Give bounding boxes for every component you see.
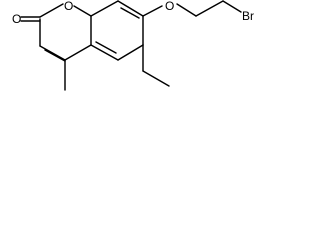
bond-c4-c4a [64,44,92,61]
chemical-structure: O O O Br [12,0,254,91]
bond-c8-c7-double [120,7,140,19]
bond-c8-c7 [117,0,144,17]
bond-c8a-o1 [73,5,92,17]
bond-c8a-c8 [90,0,119,17]
bond-ethyl-methyl [142,70,170,87]
structure-canvas: O O O Br [12,0,254,91]
bond-ether-oxygen-ch2 [176,3,197,17]
bond-ch2-ch2 [195,0,224,17]
bond-c3-c4-double [44,49,66,62]
bond-c2-o1 [39,3,64,18]
ether-oxygen-label: O [165,0,174,13]
bond-c5-c4a [90,44,119,61]
bond-c7-ether-oxygen [142,5,163,17]
carbonyl-oxygen-label: O [12,12,21,26]
ring-oxygen-label: O [64,0,73,13]
bond-c3-c4 [39,45,66,61]
bond-c6-c5 [117,44,144,61]
bond-ch2-bromine [222,0,242,13]
bromine-label: Br [242,9,254,23]
bond-c5-c4a-double [95,41,117,54]
